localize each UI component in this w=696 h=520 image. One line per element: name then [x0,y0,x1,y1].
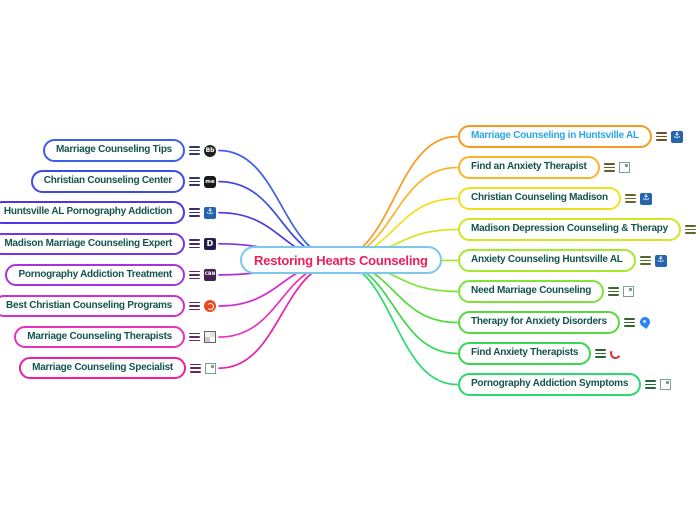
menu-icon[interactable] [595,349,607,358]
topic-label: Marriage Counseling Therapists [27,330,172,342]
topic-node[interactable]: Pornography Addiction Symptoms [458,373,642,396]
topic-node[interactable]: Marriage Counseling in Huntsville AL [458,125,652,148]
topic-node-group: Christian Counseling Center me [30,170,216,193]
menu-icon[interactable] [189,270,200,280]
topic-node[interactable]: Christian Counseling Center [30,170,185,193]
topic-label: Madison Marriage Counseling Expert [4,237,172,249]
topic-node-group: Anxiety Counseling Huntsville AL ⚓ [458,249,667,272]
topic-node-group: Pornography Addiction Symptoms [458,373,672,396]
menu-icon[interactable] [684,225,696,234]
topic-node[interactable]: Madison Marriage Counseling Expert [0,232,185,256]
topic-label: Pornography Addiction Treatment [18,268,172,280]
menu-icon[interactable] [189,239,200,249]
topic-node[interactable]: Best Christian Counseling Programs [0,294,185,318]
topic-label: Marriage Counseling in Huntsville AL [471,130,639,142]
topic-label: Best Christian Counseling Programs [6,299,172,311]
menu-icon[interactable] [189,146,200,155]
topic-node[interactable]: Huntsville AL Pornography Addiction [0,201,185,224]
menu-icon[interactable] [189,301,200,311]
topic-node[interactable]: Find an Anxiety Therapist [458,156,600,179]
missing-icon [623,286,635,297]
topic-node-group: Marriage Counseling Specialist [19,356,216,380]
central-topic-node[interactable]: Restoring Hearts Counseling [240,246,442,274]
menu-icon[interactable] [190,363,201,373]
topic-label: Marriage Counseling Tips [55,144,172,156]
anchor-icon: ⚓ [639,192,652,205]
pattern-square-icon [204,331,216,344]
anchor-icon: ⚓ [670,130,683,143]
bb-circle-icon: Bb [204,144,216,157]
topic-node-group: Pornography Addiction Treatment CBN [5,263,216,287]
menu-icon[interactable] [655,132,667,141]
d-square-icon: D [204,237,216,250]
topic-node[interactable]: Pornography Addiction Treatment [5,263,185,287]
topic-node[interactable]: Find Anxiety Therapists [458,342,592,365]
menu-icon[interactable] [645,380,657,389]
branch-curve [330,135,458,261]
topic-node-group: Find Anxiety Therapists [458,342,623,365]
topic-node[interactable]: Marriage Counseling Specialist [19,356,186,380]
topic-label: Therapy for Anxiety Disorders [471,316,607,328]
topic-label: Madison Depression Counseling & Therapy [471,223,668,235]
topic-node[interactable]: Marriage Counseling Therapists [14,325,185,349]
missing-icon [618,162,630,173]
anchor-icon: ⚓ [654,254,667,267]
topic-node-group: Need Marriage Counseling [458,280,635,303]
anchor-icon: ⚓ [204,206,216,219]
menu-icon[interactable] [624,194,636,203]
topic-label: Christian Counseling Center [43,175,173,187]
topic-node-group: Madison Marriage Counseling Expert D [0,232,216,256]
branch-curve [330,259,458,355]
topic-node-group: Therapy for Anxiety Disorders [458,311,651,334]
red-arc-icon [608,346,623,361]
branch-curve [218,260,345,370]
topic-node-group: Christian Counseling Madison ⚓ [458,187,652,210]
menu-icon[interactable] [189,177,200,186]
topic-label: Anxiety Counseling Huntsville AL [471,254,623,266]
menu-icon[interactable] [623,318,635,327]
topic-node-group: Marriage Counseling in Huntsville AL ⚓ [458,125,683,148]
topic-label: Need Marriage Counseling [471,285,592,297]
topic-node[interactable]: Anxiety Counseling Huntsville AL [458,249,636,272]
topic-label: Marriage Counseling Specialist [32,361,173,373]
topic-node-group: Marriage Counseling Tips Bb [42,139,216,162]
topic-node-group: Madison Depression Counseling & TherapyS [458,218,696,241]
menu-icon[interactable] [608,287,620,296]
missing-icon [660,379,672,390]
branch-curve [330,259,458,386]
topic-label: Pornography Addiction Symptoms [471,378,629,390]
topic-node[interactable]: Need Marriage Counseling [458,280,605,303]
topic-label: Christian Counseling Madison [471,192,608,204]
topic-node-group: Find an Anxiety Therapist [458,156,630,179]
menu-icon[interactable] [603,163,615,172]
swirl-circle-icon [204,300,216,312]
topic-label: Find an Anxiety Therapist [471,161,587,173]
topic-label: Huntsville AL Pornography Addiction [3,206,172,218]
topic-node-group: Huntsville AL Pornography Addiction ⚓ [0,201,216,224]
topic-node[interactable]: Madison Depression Counseling & Therapy [458,218,681,241]
topic-node-group: Marriage Counseling Therapists [14,325,216,349]
map-pin-icon [639,317,651,329]
topic-node-group: Best Christian Counseling Programs [0,294,216,318]
cbn-square-icon: CBN [204,268,216,281]
central-topic-label: Restoring Hearts Counseling [254,252,428,268]
menu-icon[interactable] [189,332,200,342]
topic-node[interactable]: Marriage Counseling Tips [42,139,185,162]
me-square-icon: me [204,175,216,188]
topic-node[interactable]: Therapy for Anxiety Disorders [458,311,620,334]
menu-icon[interactable] [189,208,200,218]
topic-node[interactable]: Christian Counseling Madison [458,187,621,210]
missing-icon [205,362,216,374]
topic-label: Find Anxiety Therapists [471,347,579,359]
menu-icon[interactable] [639,256,651,265]
